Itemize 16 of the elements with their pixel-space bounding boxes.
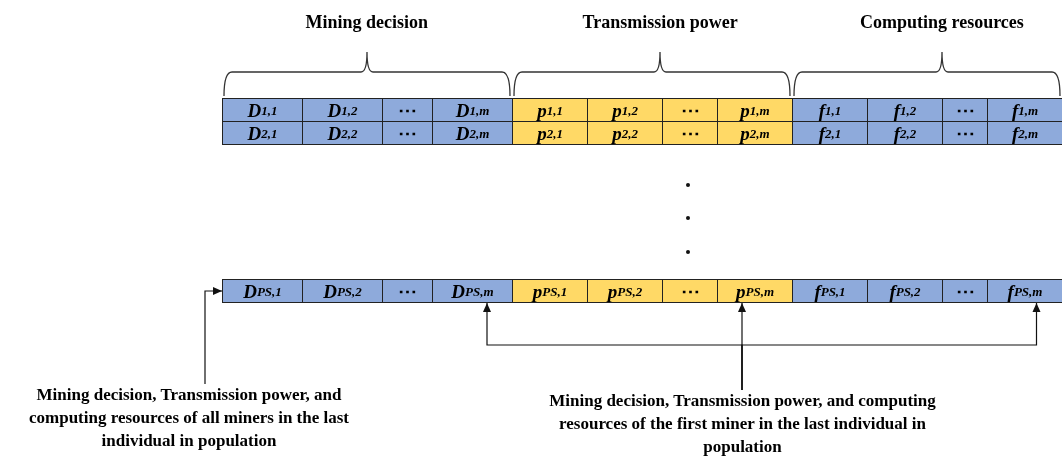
- ellipsis-cell: ⋯: [662, 279, 718, 303]
- arrow: [204, 287, 223, 385]
- ellipsis-cell: ⋯: [382, 121, 433, 145]
- ellipsis-cell: ⋯: [942, 279, 988, 303]
- ellipsis-cell: ⋯: [662, 121, 718, 145]
- group-heading: Computing resources: [860, 12, 1024, 33]
- ellipsis-cell: ⋯: [942, 98, 988, 122]
- annotation-text: Mining decision, Transmission power, and computing resources of all miners in the last individual in population: [8, 384, 370, 453]
- ellipsis-cell: ⋯: [942, 121, 988, 145]
- ellipsis-cell: ⋯: [382, 279, 433, 303]
- arrow: [741, 302, 1041, 391]
- annotation-text: Mining decision, Transmission power, and computing resources of the first miner in the last individual in population: [520, 390, 965, 459]
- ellipsis-cell: ⋯: [382, 98, 433, 122]
- group-heading: Mining decision: [305, 12, 429, 33]
- group-heading: Transmission power: [582, 12, 738, 33]
- ellipsis-cell: ⋯: [662, 98, 718, 122]
